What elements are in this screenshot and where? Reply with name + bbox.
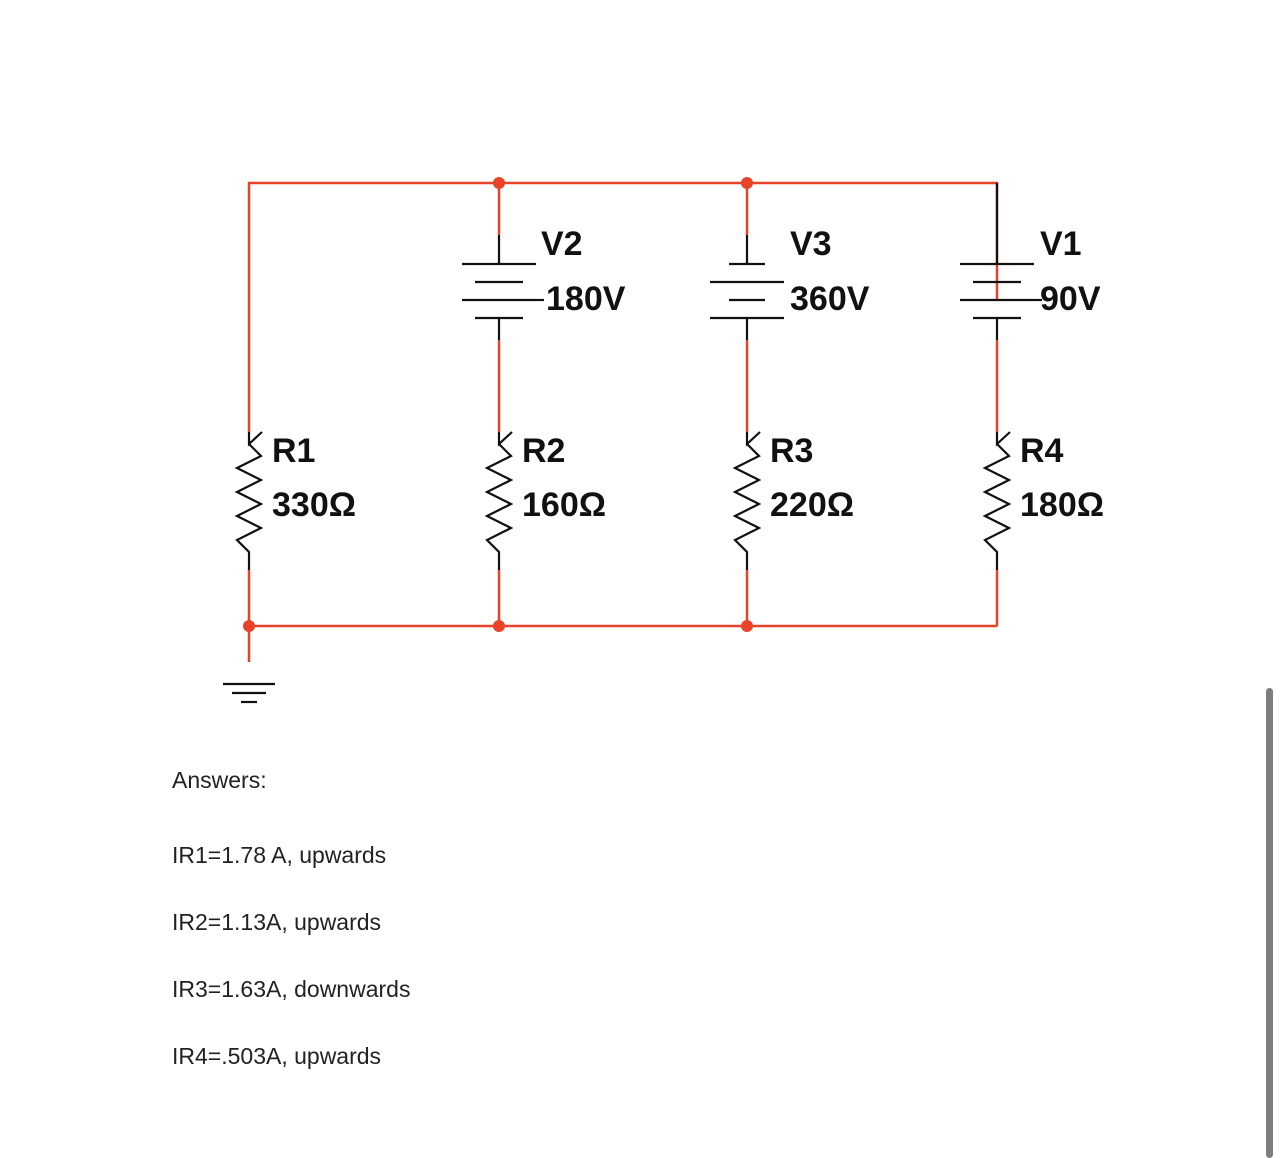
- source-label-v1: V1: [1040, 225, 1082, 263]
- answers-title: Answers:: [172, 767, 267, 793]
- source-v3: [710, 235, 784, 340]
- junctions: [243, 177, 753, 632]
- source-value-v3: 360V: [790, 280, 870, 318]
- ground-icon: [223, 682, 275, 704]
- junction-node: [741, 620, 753, 632]
- junction-node: [243, 620, 255, 632]
- resistor-label-r3: R3: [770, 432, 813, 470]
- resistor-r4: [982, 431, 1012, 570]
- resistor-r3: [732, 431, 762, 570]
- answers-block: Answers: IR1=1.78 A, upwards IR2=1.13A, …: [172, 764, 410, 1107]
- answer-line-ir2: IR2=1.13A, upwards: [172, 909, 382, 935]
- source-value-v1: 90V: [1040, 280, 1101, 318]
- answer-line-ir1: IR1=1.78 A, upwards: [172, 842, 387, 868]
- vertical-scrollbar[interactable]: [1266, 688, 1273, 1158]
- answer-line-ir4: IR4=.503A, upwards: [172, 1043, 382, 1069]
- resistor-label-r2: R2: [522, 432, 565, 470]
- resistor-value-r1: 330Ω: [272, 486, 356, 524]
- wires: [247, 181, 999, 662]
- resistor-value-r3: 220Ω: [770, 486, 854, 524]
- junction-node: [741, 177, 753, 189]
- source-v2: [462, 235, 544, 340]
- source-label-v2: V2: [541, 225, 583, 263]
- resistor-value-r2: 160Ω: [522, 486, 606, 524]
- junction-node: [493, 620, 505, 632]
- resistor-r1: [234, 431, 264, 570]
- source-label-v3: V3: [790, 225, 832, 263]
- answer-line-ir3: IR3=1.63A, downwards: [172, 976, 411, 1002]
- source-v1: [960, 183, 1042, 340]
- junction-node: [493, 177, 505, 189]
- circuit-diagram: V2 180V V3 360V V1 90V R1 330Ω R2 160Ω R…: [223, 177, 1104, 704]
- resistor-label-r4: R4: [1020, 432, 1064, 470]
- source-value-v2: 180V: [546, 280, 626, 318]
- resistor-value-r4: 180Ω: [1020, 486, 1104, 524]
- resistor-label-r1: R1: [272, 432, 315, 470]
- resistor-r2: [484, 431, 514, 570]
